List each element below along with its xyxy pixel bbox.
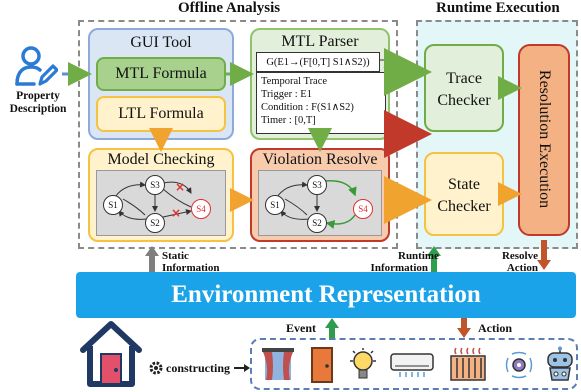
static-label-1: Static [162, 250, 189, 262]
trace-detail-1: Trigger : E1 [261, 89, 312, 100]
air-conditioner-icon [390, 352, 434, 378]
model-checking-graph: × × S1 S2 S3 S4 [96, 170, 226, 236]
model-checking-title: Model Checking [107, 151, 215, 168]
mtl-parser-title: MTL Parser [281, 33, 359, 50]
resolve-action-label-1: Resolve [501, 250, 538, 262]
runtime-info-label-2: Information [370, 262, 428, 274]
down-arrow-icon [378, 58, 390, 72]
vr-state-s4: S4 [353, 199, 373, 219]
resolve-action-label-2: Action [506, 262, 538, 274]
runtime-execution-title: Runtime Execution [436, 0, 560, 16]
light-bulb-icon [348, 346, 378, 384]
event-label: Event [286, 321, 316, 335]
trace-checker-line2: Checker [437, 92, 491, 109]
svg-text:×: × [175, 180, 185, 194]
runtime-info-label-1: Runtime [398, 250, 439, 262]
action-label: Action [478, 321, 512, 335]
state-checker-line1: State [448, 176, 480, 193]
trace-checker-box: Trace Checker [424, 44, 504, 132]
devices-panel [250, 338, 578, 390]
svg-text:×: × [171, 206, 181, 220]
gui-tool-title: GUI Tool [130, 34, 192, 51]
property-label-line2: Description [9, 103, 67, 115]
state-s1: S1 [103, 195, 123, 215]
vr-state-s3: S3 [307, 175, 327, 195]
mtl-formula-box: MTL Formula [96, 57, 226, 91]
vr-state-s1: S1 [265, 195, 285, 215]
state-s2: S2 [145, 213, 165, 233]
constructing-label: constructing [166, 361, 230, 375]
environment-representation-bar: Environment Representation [76, 272, 576, 318]
state-checker-box: State Checker [424, 152, 504, 236]
offline-analysis-title: Offline Analysis [178, 0, 281, 16]
violation-resolve-title: Violation Resolve [262, 151, 378, 168]
static-label-2: Information [162, 262, 220, 274]
state-checker-line2: Checker [437, 198, 491, 215]
violation-resolve-graph: S1 S2 S3 S4 [258, 170, 382, 236]
trace-detail-0: Temporal Trace [261, 76, 328, 87]
state-s4: S4 [191, 199, 211, 219]
door-icon [308, 346, 336, 384]
gear-icon [148, 360, 164, 376]
person-edit-icon [14, 44, 58, 88]
heater-icon [448, 346, 488, 384]
mtl-formula-input: G(E1→(F[0,T] S1∧S2)) [256, 52, 380, 72]
property-label-line1: Property [16, 90, 60, 102]
trace-detail-2: Condition : F(S1∧S2) [261, 102, 354, 113]
resolution-execution-label: Resolution Execution [536, 69, 553, 209]
ltl-formula-box: LTL Formula [96, 96, 226, 132]
robot-icon [544, 346, 576, 384]
house-icon [78, 318, 144, 388]
trace-detail-3: Timer : [0,T] [261, 115, 316, 126]
curtain-icon [260, 346, 296, 384]
state-s3: S3 [145, 175, 165, 195]
temporal-trace-box: Temporal Trace Trigger : E1 Condition : … [256, 72, 386, 134]
sensor-icon [502, 348, 536, 382]
trace-checker-line1: Trace [446, 70, 482, 87]
vr-state-s2: S2 [307, 213, 327, 233]
resolution-execution-box: Resolution Execution [518, 44, 570, 236]
